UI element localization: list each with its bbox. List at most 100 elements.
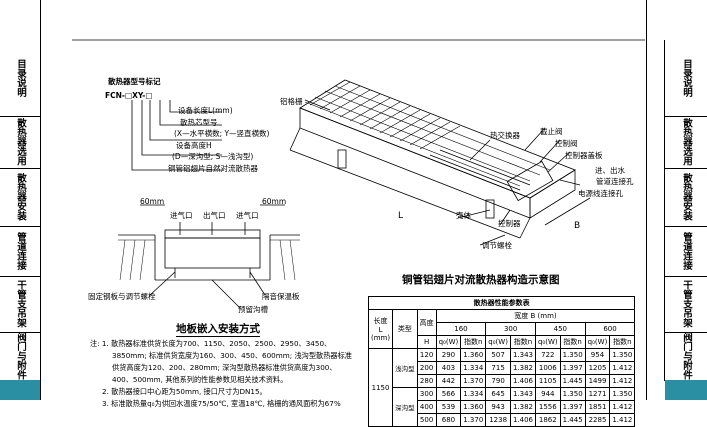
label-trench: 预留沟槽 [238, 305, 268, 314]
table-cell: 1.350 [559, 348, 586, 362]
note-line: 注: 1. 散热器标准供货长度为700、1150、2050、2500、2950、… [90, 339, 332, 348]
table-cell: 290 [435, 348, 462, 362]
table-cell: 指数n [460, 335, 487, 349]
rtab-main-pipe-support[interactable]: 干管支吊架 [664, 276, 707, 333]
table-cell: 943 [485, 400, 511, 414]
table-cell: 944 [534, 387, 561, 401]
note-line: 供货高度为120、200、280mm; 深沟型散热器标准供货高度为300、 [112, 363, 337, 372]
table-cell: 1.350 [559, 387, 586, 401]
label-fixed-plate: 固定钢板与调节螺栓 [88, 292, 156, 301]
table-cell: 954 [584, 348, 611, 362]
rtab-radiator-install[interactable]: 散热器安装 [664, 168, 707, 227]
model-height-note: (D—深沟型; S—浅沟型) [172, 152, 254, 161]
table-cell: 507 [485, 348, 511, 362]
table-cell: q₀(W) [435, 335, 462, 349]
table-cell: 1105 [534, 374, 561, 388]
table-cell: 指数n [509, 335, 536, 349]
table-cell: 1.412 [609, 361, 636, 375]
table-cell: 1.343 [509, 348, 536, 362]
table-cell: 539 [435, 400, 462, 414]
th-width: 宽度 B (mm) [435, 309, 636, 323]
table-cell: 1.334 [460, 361, 487, 375]
table-cell: 1.397 [559, 400, 586, 414]
tab-radiator-install[interactable]: 散热器安装 [0, 168, 40, 227]
model-core-note: (X—水平横数; Y—竖直横数) [174, 129, 270, 138]
label-insulation: 隔音保温板 [262, 292, 300, 301]
note-line: 3850mm; 标准供货宽度为160、300、450、600mm; 浅沟型散热器… [112, 351, 352, 360]
table-cell: 1.360 [460, 348, 487, 362]
label-adjust-bolt: 调节螺栓 [482, 241, 512, 250]
table-title: 散热器性能参数表 [367, 296, 636, 310]
notes: 注: 1. 散热器标准供货长度为700、1150、2050、2500、2950、… [90, 338, 352, 410]
label-grille: 铝格栅 [280, 97, 303, 106]
table-cell: q₀(W) [534, 335, 561, 349]
model-product-name: 铜管铝翅片自然对流散热器 [168, 164, 258, 173]
cell-type-deep: 深沟型 [392, 387, 418, 427]
table-cell: 566 [435, 387, 462, 401]
table-cell: 1.350 [609, 348, 636, 362]
rtab-catalog[interactable]: 目录说明 [664, 40, 707, 117]
table-cell: 200 [416, 361, 437, 375]
tab-pipe-connect[interactable]: 管道连接 [0, 226, 40, 277]
tab-radiator-select[interactable]: 散热器选用 [0, 116, 40, 169]
table-cell: 403 [435, 361, 462, 375]
gap-left: 60mm [140, 197, 165, 206]
table-cell: 442 [435, 374, 462, 388]
label-pipe-hole: 管道连接孔 [596, 177, 634, 186]
table-cell: 1.406 [509, 374, 536, 388]
table-cell: 1862 [534, 413, 561, 427]
table-cell: 1.397 [559, 361, 586, 375]
table-cell: 1.445 [559, 374, 586, 388]
th-type: 类型 [392, 309, 418, 349]
model-code: FCN-□XY-□ [105, 91, 153, 100]
label-control-panel: 控制器盖板 [565, 151, 603, 160]
label-air-out: 出气口 [203, 211, 226, 220]
rtab-pipe-connect[interactable]: 管道连接 [664, 226, 707, 277]
table-cell: 1.350 [609, 387, 636, 401]
table-cell: 1271 [584, 387, 611, 401]
label-air-in-right: 进气口 [236, 211, 259, 220]
tab-catalog[interactable]: 目录说明 [0, 40, 40, 117]
table-cell: 1.370 [460, 413, 487, 427]
th-w160: 160 [435, 322, 487, 336]
table-cell: 680 [435, 413, 462, 427]
rtab-radiator-select[interactable]: 散热器选用 [664, 116, 707, 169]
th-w450: 450 [534, 322, 586, 336]
label-air-in-left: 进气口 [170, 211, 193, 220]
table-cell: 715 [485, 361, 511, 375]
table-cell: 1238 [485, 413, 511, 427]
table-cell: 1.382 [509, 361, 536, 375]
model-height: 设备高度H [176, 141, 212, 150]
model-heading: 散热器型号标记 [108, 77, 161, 86]
table-cell: 1.412 [609, 374, 636, 388]
tab-main-pipe-support[interactable]: 干管支吊架 [0, 276, 40, 333]
table-cell: q₀(W) [485, 335, 511, 349]
table-cell: 1.360 [460, 400, 487, 414]
diagram-title: 铜管铝翅片对流散热器构造示意图 [402, 274, 560, 286]
teal-strip-left [0, 380, 40, 400]
table-cell: 2285 [584, 413, 611, 427]
teal-strip-right [665, 380, 707, 400]
model-core-type: 散热芯型号 [180, 118, 218, 127]
note-line: 400、500mm, 其他系列的性能参数见相关技术资料。 [112, 375, 288, 384]
cell-length: 1150 [367, 348, 394, 427]
th-h: H [416, 335, 437, 349]
install-title: 地板嵌入安装方式 [176, 323, 260, 337]
table-cell: 1.343 [509, 387, 536, 401]
th-height: 高度 [416, 309, 437, 336]
note-line: 2. 散热器接口中心距为50mm, 接口尺寸为DN15。 [102, 387, 267, 396]
table-cell: 722 [534, 348, 561, 362]
table-cell: 1205 [584, 361, 611, 375]
table-cell: 300 [416, 387, 437, 401]
dim-L: L [398, 211, 404, 221]
table-cell: 1.382 [509, 400, 536, 414]
table-cell: 645 [485, 387, 511, 401]
table-cell: 1006 [534, 361, 561, 375]
left-tab-column: 目录说明 散热器选用 散热器安装 管道连接 干管支吊架 阀门与附件 [0, 0, 41, 400]
table-cell: 1556 [534, 400, 561, 414]
table-cell: 1851 [584, 400, 611, 414]
table-cell: 指数n [559, 335, 586, 349]
table-cell: 1.445 [559, 413, 586, 427]
